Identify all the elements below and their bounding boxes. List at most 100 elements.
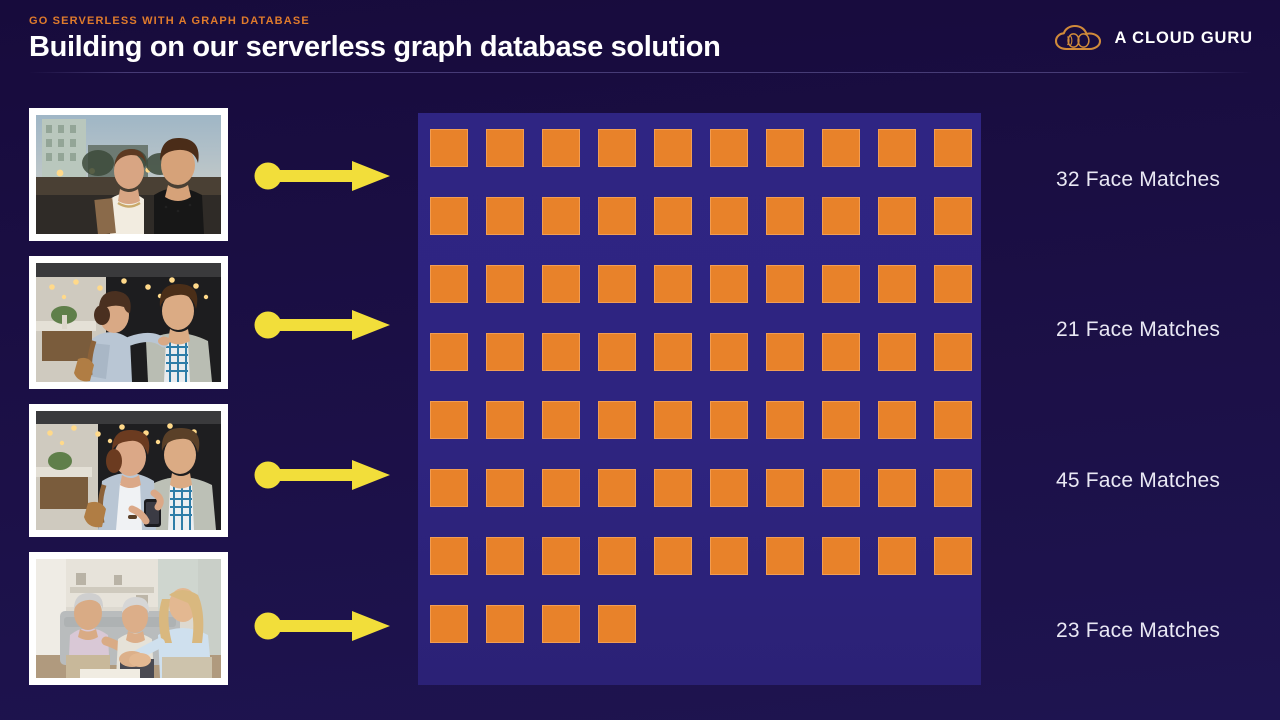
face-match-square [934,469,972,507]
grid-row [430,265,972,303]
face-match-square [598,333,636,371]
face-match-square [934,537,972,575]
grid-row [430,605,636,643]
face-match-square [486,265,524,303]
face-match-square [486,537,524,575]
face-match-square [822,265,860,303]
face-match-square [430,537,468,575]
face-match-square [598,401,636,439]
face-match-square [598,537,636,575]
face-match-square [486,469,524,507]
face-match-grid [418,113,981,685]
face-match-square [934,265,972,303]
face-match-square [430,265,468,303]
arrow-1 [254,159,390,193]
face-match-square [486,333,524,371]
face-match-square [542,537,580,575]
face-match-square [822,537,860,575]
face-match-square [486,401,524,439]
face-match-square [654,333,692,371]
face-match-square [654,129,692,167]
face-match-square [822,333,860,371]
face-match-square [710,265,748,303]
face-match-square [766,197,804,235]
face-match-square [934,197,972,235]
photo-thumbnail-1 [29,108,228,241]
face-match-square [654,537,692,575]
face-match-square [598,469,636,507]
photo-thumbnail-2 [29,256,228,389]
face-match-square [710,197,748,235]
photo-2-image [36,263,221,382]
face-match-square [486,197,524,235]
face-match-square [430,129,468,167]
eyebrow-text: GO SERVERLESS WITH A GRAPH DATABASE [29,15,310,27]
face-match-square [934,401,972,439]
face-match-square [430,197,468,235]
face-match-label-4: 23 Face Matches [1055,619,1221,642]
face-match-square [766,129,804,167]
face-match-square [542,333,580,371]
photo-thumbnail-3 [29,404,228,537]
cloud-icon [1054,24,1102,52]
brand-name: A CLOUD GURU [1114,28,1253,47]
face-match-square [766,333,804,371]
face-match-square [542,469,580,507]
face-match-square [710,537,748,575]
face-match-square [878,401,916,439]
face-match-square [822,401,860,439]
header-divider [28,72,1252,73]
grid-row [430,537,972,575]
face-match-square [542,129,580,167]
face-match-label-1: 32 Face Matches [1055,168,1221,191]
face-match-square [430,401,468,439]
face-match-square [878,129,916,167]
photo-1-image [36,115,221,234]
face-match-square [766,537,804,575]
face-match-square [878,197,916,235]
face-match-square [822,469,860,507]
face-match-square [542,401,580,439]
photo-thumbnail-4 [29,552,228,685]
face-match-square [598,197,636,235]
face-match-square [654,401,692,439]
brand-logo: A CLOUD GURU [1054,24,1253,52]
face-match-square [934,129,972,167]
face-match-square [486,605,524,643]
face-match-square [486,129,524,167]
face-match-square [542,605,580,643]
face-match-square [598,129,636,167]
face-match-square [878,469,916,507]
arrow-2 [254,308,390,342]
grid-row [430,197,972,235]
grid-row [430,469,972,507]
face-match-square [710,129,748,167]
face-match-square [766,401,804,439]
grid-row [430,129,972,167]
face-match-square [542,197,580,235]
slide-header: GO SERVERLESS WITH A GRAPH DATABASE Buil… [0,0,1280,73]
arrow-4 [254,609,390,643]
face-match-square [598,605,636,643]
face-match-square [654,469,692,507]
face-match-square [878,537,916,575]
face-match-square [654,265,692,303]
face-match-square [542,265,580,303]
face-match-square [710,333,748,371]
face-match-square [878,333,916,371]
face-match-label-2: 21 Face Matches [1055,318,1221,341]
face-match-square [710,469,748,507]
photo-3-image [36,411,221,530]
face-match-square [934,333,972,371]
grid-row [430,401,972,439]
face-match-square [878,265,916,303]
page-title: Building on our serverless graph databas… [29,31,721,63]
face-match-square [430,469,468,507]
face-match-square [430,333,468,371]
face-match-square [598,265,636,303]
grid-row [430,333,972,371]
photo-4-image [36,559,221,678]
face-match-square [430,605,468,643]
arrow-3 [254,458,390,492]
